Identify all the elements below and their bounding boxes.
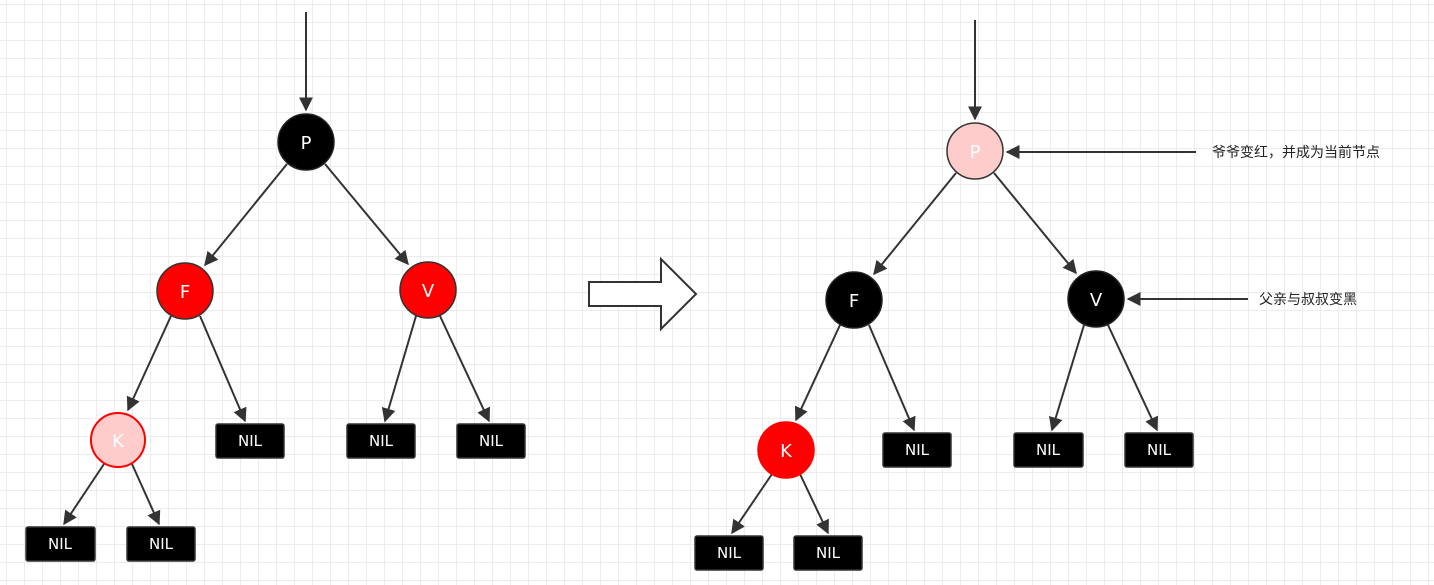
nil-leaf: NIL [882, 432, 952, 468]
nil-leaf: NIL [25, 526, 96, 562]
node-k-label: K [780, 441, 793, 462]
tree-after: P F V K NIL NIL NIL NIL [694, 20, 1380, 571]
nil-leaf: NIL [1013, 432, 1084, 468]
node-p: P [277, 113, 335, 171]
node-k: K [757, 421, 815, 479]
node-k-label: K [112, 431, 125, 452]
node-f: F [825, 271, 883, 329]
edge-p-v [993, 172, 1077, 275]
nil-label: NIL [905, 441, 930, 459]
node-k: K [90, 412, 146, 468]
nil-label: NIL [1147, 441, 1172, 459]
nil-label: NIL [369, 432, 394, 450]
nil-leaf: NIL [456, 423, 526, 459]
node-f: F [156, 262, 214, 320]
nil-leaf: NIL [793, 535, 863, 571]
edge-v-nil-right [1107, 324, 1159, 432]
edge-p-f [873, 172, 957, 276]
edge-f-k [794, 324, 841, 422]
edge-v-nil-right [439, 315, 491, 423]
node-p-label: P [970, 142, 981, 163]
node-v-label: V [1090, 290, 1103, 311]
nil-label: NIL [48, 535, 73, 553]
node-v-label: V [422, 281, 435, 302]
nil-label: NIL [717, 544, 742, 562]
nil-leaf: NIL [215, 423, 285, 459]
nil-label: NIL [149, 535, 174, 553]
annotation-grandparent: 爷爷变红，并成为当前节点 [1212, 144, 1380, 161]
node-f-label: F [849, 291, 859, 312]
nil-leaf: NIL [346, 423, 416, 459]
edge-k-nil-left [731, 473, 773, 535]
nil-label: NIL [238, 432, 263, 450]
node-v: V [1067, 270, 1125, 328]
nil-leaf: NIL [126, 526, 196, 562]
edge-v-nil-left [1048, 324, 1085, 432]
node-v: V [399, 261, 457, 319]
node-p-label: P [301, 133, 312, 154]
edge-f-nil [868, 324, 916, 432]
edge-v-nil-left [381, 315, 417, 423]
nil-label: NIL [479, 432, 504, 450]
annotation-parent-uncle: 父亲与叔叔变黑 [1259, 292, 1357, 308]
edge-p-v [324, 163, 409, 266]
edge-p-f [204, 163, 288, 267]
edge-k-nil-right [799, 473, 829, 535]
node-f-label: F [180, 282, 190, 303]
edge-k-nil-left [63, 463, 105, 526]
transition-arrow-icon [588, 256, 698, 332]
nil-label: NIL [1036, 441, 1061, 459]
node-p: P [946, 122, 1004, 180]
edge-k-nil-right [131, 463, 161, 526]
nil-leaf: NIL [1124, 432, 1194, 468]
nil-label: NIL [816, 544, 841, 562]
edge-f-nil [199, 315, 247, 423]
nil-leaf: NIL [694, 535, 764, 571]
edge-f-k [126, 315, 172, 412]
tree-before: P F V K NIL NIL NIL NIL [25, 12, 526, 562]
